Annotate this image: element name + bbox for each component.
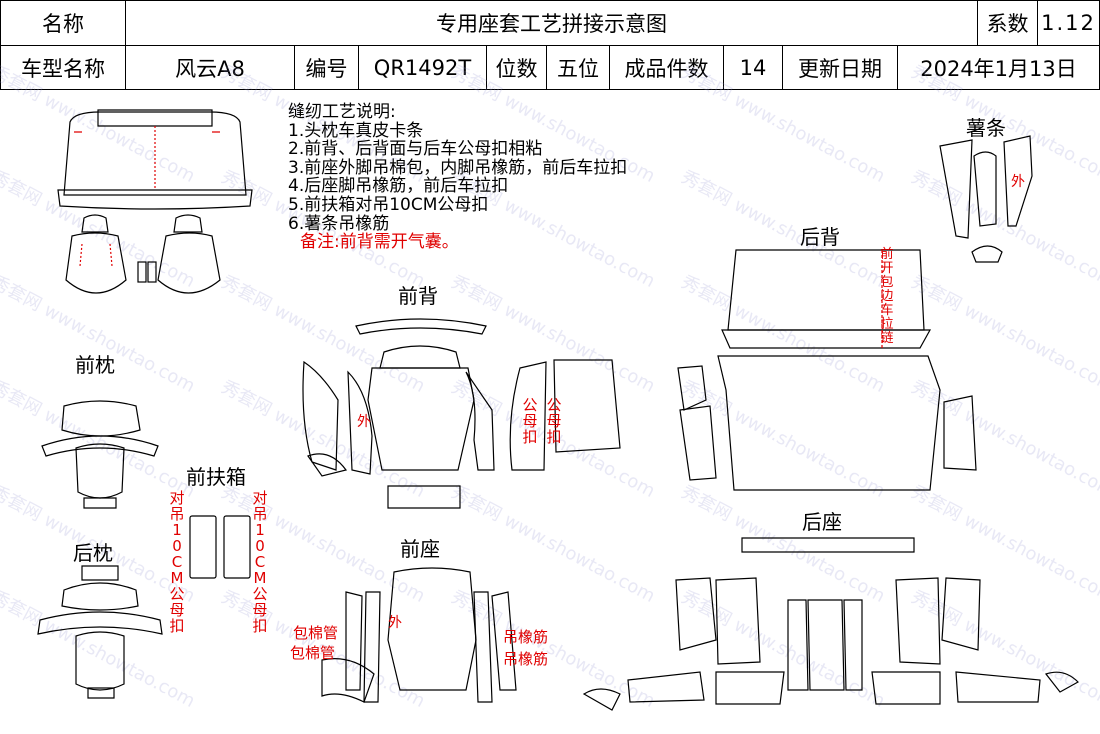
label-rear-back: 后背	[800, 225, 840, 249]
label-front-seat: 前座	[400, 537, 440, 561]
label-front-back: 前背	[398, 284, 438, 308]
note-outer: 外	[1011, 174, 1025, 190]
label-front-armrest: 前扶箱	[186, 465, 246, 489]
note-male-female: 公母扣	[546, 396, 562, 446]
note-zipper: 前开包边车拉链	[880, 247, 894, 346]
pattern-sheet	[37, 109, 1079, 711]
code-value: QR1492T	[358, 45, 487, 90]
note-item: 4.后座脚吊橡筋，前后车拉扣	[288, 176, 509, 197]
note-item: 5.前扶箱对吊10CM公母扣	[288, 194, 489, 215]
note-cotton: 包棉管	[290, 644, 336, 662]
notes-title: 缝纫工艺说明:	[288, 102, 396, 122]
model-value: 风云A8	[125, 45, 295, 90]
name-label: 名称	[0, 0, 126, 46]
pieces-value: 14	[723, 45, 783, 90]
front-seat-icons	[65, 214, 221, 294]
note-outer: 外	[357, 414, 371, 430]
date-value: 2024年1月13日	[897, 45, 1100, 90]
note-outer: 外	[388, 615, 402, 631]
front-armrest-pattern	[189, 515, 251, 579]
seats-value: 五位	[546, 45, 610, 90]
drawing-title: 专用座套工艺拼接示意图	[125, 0, 978, 46]
note-armrest-snap: 对吊10CM公母扣	[169, 489, 185, 635]
front-seat-pattern	[321, 567, 517, 703]
fries-strip-pattern	[939, 135, 1033, 263]
label-rear-headrest: 后枕	[73, 541, 113, 565]
note-male-female: 公母扣	[522, 396, 538, 446]
rear-back-pattern	[677, 249, 977, 491]
seats-label: 位数	[486, 45, 547, 90]
note-armrest-snap: 对吊10CM公母扣	[252, 489, 268, 635]
date-label: 更新日期	[782, 45, 898, 90]
rear-seat-pattern	[582, 537, 1079, 711]
label-front-headrest: 前枕	[75, 353, 115, 377]
label-fries-strip: 薯条	[966, 116, 1006, 140]
label-rear-seat: 后座	[802, 510, 842, 534]
pieces-label: 成品件数	[609, 45, 724, 90]
model-label: 车型名称	[0, 45, 126, 90]
front-back-pattern	[302, 318, 621, 509]
note-item: 3.前座外脚吊棉包，内脚吊橡筋，前后车拉扣	[288, 157, 628, 178]
note-elastic: 吊橡筋	[503, 628, 549, 646]
note-cotton: 包棉管	[293, 624, 339, 642]
coef-label: 系数	[977, 0, 1038, 46]
note-item: 6.薯条吊橡筋	[288, 213, 390, 234]
rear-headrest-pattern	[37, 565, 163, 699]
note-elastic: 吊橡筋	[503, 650, 549, 668]
header-table: 名称 专用座套工艺拼接示意图 系数 1.12 车型名称 风云A8 编号 QR14…	[0, 0, 1100, 90]
rear-bench-icon	[57, 109, 253, 210]
coef-value: 1.12	[1037, 0, 1100, 46]
note-item: 2.前背、后背面与后车公母扣相粘	[288, 139, 543, 160]
note-item: 1.头枕车真皮卡条	[288, 120, 424, 141]
notes-remark: 备注:前背需开气囊。	[300, 232, 459, 253]
code-label: 编号	[294, 45, 359, 90]
front-headrest-pattern	[41, 400, 159, 509]
sewing-notes: 缝纫工艺说明: 1.头枕车真皮卡条 2.前背、后背面与后车公母扣相粘 3.前座外…	[288, 103, 627, 252]
